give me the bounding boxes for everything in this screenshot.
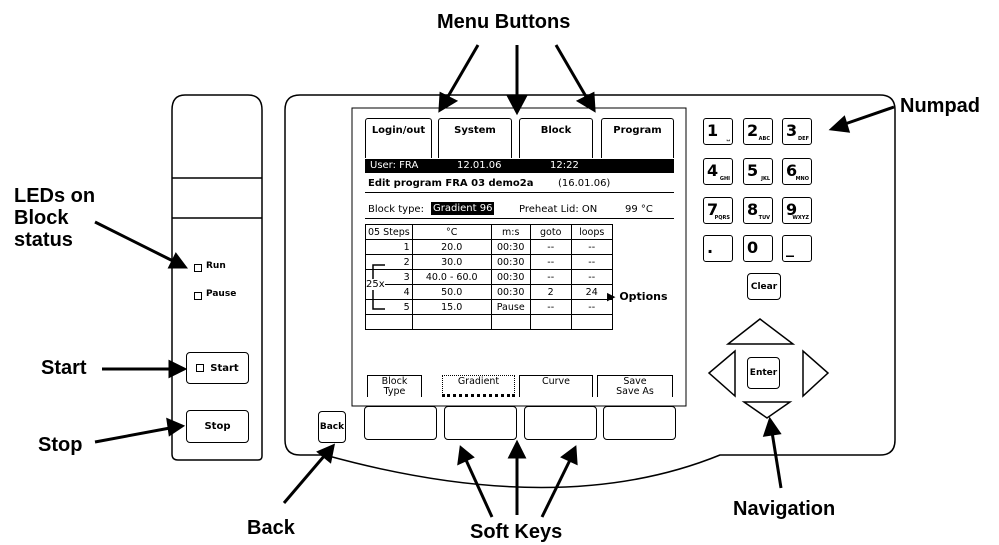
callout-soft-keys: Soft Keys [470, 521, 563, 543]
enter-button[interactable]: Enter [747, 357, 780, 389]
callout-start: Start [41, 357, 87, 379]
softkey-4-button[interactable] [603, 406, 676, 440]
numpad-key-0[interactable]: 0 [743, 235, 773, 262]
nav-right-icon [802, 349, 830, 398]
softkey-label-block-type: Block Type [367, 375, 422, 397]
tab-login-out[interactable]: Login/out [365, 118, 432, 158]
table-row[interactable]: 3 40.0 - 60.0 00:30 -- -- [365, 269, 613, 285]
status-date: 12.01.06 [457, 160, 502, 171]
callout-menu-buttons: Menu Buttons [437, 11, 571, 33]
start-led [196, 364, 205, 372]
numpad-key-underscore[interactable]: _ [782, 235, 812, 262]
run-led [194, 264, 202, 272]
status-user: User: FRA [370, 160, 419, 171]
table-row[interactable]: 5 15.0 Pause -- -- [365, 299, 613, 315]
softkey-2-button[interactable] [444, 406, 517, 440]
softkey-label-curve: Curve [519, 375, 593, 397]
start-button[interactable]: Start [186, 352, 249, 384]
block-type-row: Block type: Gradient 96 Preheat Lid: ON … [365, 202, 674, 219]
triangle-right-icon: ▶ [607, 290, 616, 303]
clear-button[interactable]: Clear [747, 273, 781, 300]
nav-up-icon [725, 318, 796, 345]
callout-numpad: Numpad [900, 95, 980, 117]
table-row[interactable] [365, 314, 613, 330]
block-type-value[interactable]: Gradient 96 [431, 202, 495, 215]
pause-led [194, 292, 202, 300]
tab-block[interactable]: Block [519, 118, 593, 158]
options-item[interactable]: ▶ Options [607, 290, 668, 303]
run-led-label: Run [206, 261, 226, 271]
back-button[interactable]: Back [318, 411, 346, 443]
nav-left-icon [707, 349, 736, 398]
display-screen: Login/out System Block Program User: FRA… [365, 118, 674, 398]
nav-down-icon [741, 401, 793, 419]
table-header-row: 05 Steps °C m:s goto loops [365, 224, 613, 240]
softkey-3-button[interactable] [524, 406, 597, 440]
program-title: Edit program FRA 03 demo2a (16.01.06) [365, 176, 674, 193]
table-row[interactable]: 2 30.0 00:30 -- -- [365, 254, 613, 270]
callout-back: Back [247, 517, 295, 539]
callout-leds: LEDs on Block status [14, 185, 96, 251]
stop-button[interactable]: Stop [186, 410, 249, 443]
callout-navigation: Navigation [733, 498, 836, 520]
table-row[interactable]: 1 20.0 00:30 -- -- [365, 239, 613, 255]
table-row[interactable]: 4 50.0 00:30 2 24 [365, 284, 613, 300]
softkey-label-gradient: Gradient [442, 375, 515, 397]
steps-table: 05 Steps °C m:s goto loops 1 20.0 00:30 … [365, 224, 613, 330]
loop-count: 25x [366, 279, 385, 290]
status-time: 12:22 [550, 160, 579, 171]
callout-stop: Stop [38, 434, 83, 456]
numpad-key-dot[interactable]: . [703, 235, 733, 262]
tab-program[interactable]: Program [601, 118, 674, 158]
softkey-1-button[interactable] [364, 406, 437, 440]
softkey-label-save: Save Save As [597, 375, 673, 397]
tab-system[interactable]: System [438, 118, 512, 158]
status-bar: User: FRA 12.01.06 12:22 [365, 159, 674, 173]
numpad-key-1[interactable]: 1␣ [703, 118, 733, 145]
pause-led-label: Pause [206, 289, 237, 299]
